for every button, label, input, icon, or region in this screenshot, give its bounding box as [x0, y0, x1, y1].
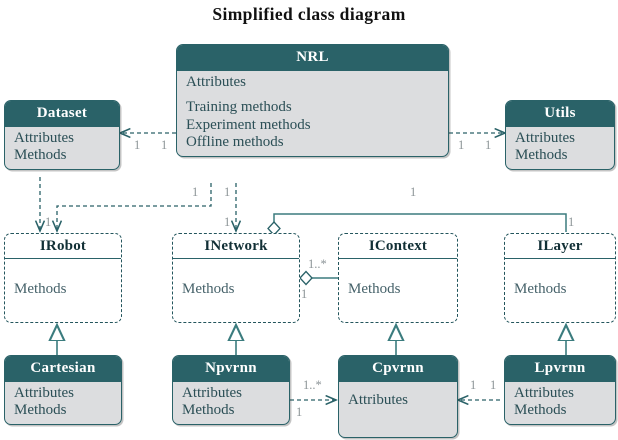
- class-node-nrl-row-0: Attributes: [186, 74, 246, 90]
- class-node-dataset-row-0: Attributes: [14, 130, 74, 146]
- rel-inetwork-ilayer: [267, 213, 567, 236]
- class-node-nrl-title: NRL: [177, 45, 448, 71]
- class-node-cpvrnn[interactable]: Cpvrnn Attributes: [338, 355, 458, 439]
- interface-node-icontext-row-0: Methods: [348, 281, 401, 297]
- class-node-nrl-row-3: Experiment methods: [186, 116, 311, 133]
- multiplicity-lpvrnn-cpvrnn-b: 1: [490, 378, 497, 392]
- class-node-nrl-row-2: Training methods: [186, 99, 292, 116]
- interface-node-ilayer[interactable]: ILayer Methods: [504, 233, 616, 323]
- multiplicity-inetwork-icontext-lower: 1: [301, 287, 308, 301]
- interface-node-icontext-body: Methods: [339, 259, 457, 302]
- interface-node-irobot-title: IRobot: [5, 234, 121, 259]
- class-node-cartesian-title: Cartesian: [5, 356, 121, 382]
- multiplicity-nrl-ilayer-end: 1: [568, 215, 575, 229]
- class-node-utils-title: Utils: [506, 101, 614, 127]
- multiplicity-npvrnn-cpvrnn-lower: 1: [296, 405, 303, 419]
- interface-node-irobot-body: Methods: [5, 259, 121, 302]
- class-node-utils-row-1: Methods: [515, 147, 568, 164]
- class-node-nrl-body: Attributes Training methods Experiment m…: [177, 71, 448, 156]
- class-node-nrl[interactable]: NRL Attributes Training methods Experime…: [176, 44, 449, 157]
- interface-node-ilayer-title: ILayer: [505, 234, 615, 259]
- interface-node-irobot[interactable]: IRobot Methods: [4, 233, 122, 323]
- class-node-nrl-row-4: Offline methods: [186, 134, 284, 151]
- multiplicity-nrl-irobot-end: 1: [45, 215, 52, 229]
- class-node-lpvrnn-row-0: Attributes: [514, 385, 574, 401]
- class-node-cpvrnn-title: Cpvrnn: [339, 356, 457, 382]
- class-node-npvrnn-title: Npvrnn: [173, 356, 289, 382]
- multiplicity-nrl-dataset-target: 1: [134, 138, 141, 152]
- class-node-dataset[interactable]: Dataset Attributes Methods: [4, 100, 120, 170]
- class-node-nrl-spacer: [186, 91, 439, 99]
- class-node-utils-row-0: Attributes: [515, 130, 575, 146]
- multiplicity-nrl-utils-target: 1: [485, 138, 492, 152]
- class-node-lpvrnn-body: Attributes Methods: [505, 382, 615, 424]
- class-node-npvrnn[interactable]: Npvrnn Attributes Methods: [172, 355, 290, 425]
- interface-node-icontext[interactable]: IContext Methods: [338, 233, 458, 323]
- class-node-dataset-body: Attributes Methods: [5, 127, 119, 169]
- class-node-utils-body: Attributes Methods: [506, 127, 614, 169]
- multiplicity-nrl-ilayer-source: 1: [410, 185, 417, 199]
- class-node-cpvrnn-row-0: Attributes: [348, 392, 408, 408]
- multiplicity-inetwork-icontext-upper: 1..*: [308, 257, 327, 271]
- interface-node-icontext-title: IContext: [339, 234, 457, 259]
- class-node-npvrnn-row-0: Attributes: [182, 385, 242, 401]
- multiplicity-nrl-utils-source: 1: [458, 138, 465, 152]
- class-node-lpvrnn-title: Lpvrnn: [505, 356, 615, 382]
- class-node-cartesian[interactable]: Cartesian Attributes Methods: [4, 355, 122, 425]
- class-node-cartesian-row-0: Attributes: [14, 385, 74, 401]
- multiplicity-nrl-dataset-source: 1: [161, 138, 168, 152]
- multiplicity-lpvrnn-cpvrnn-a: 1: [470, 378, 477, 392]
- interface-node-inetwork-body: Methods: [173, 259, 299, 302]
- multiplicity-npvrnn-cpvrnn-upper: 1..*: [303, 378, 322, 392]
- class-node-cartesian-row-1: Methods: [14, 402, 67, 419]
- class-node-dataset-row-1: Methods: [14, 147, 67, 164]
- class-node-utils[interactable]: Utils Attributes Methods: [505, 100, 615, 170]
- interface-node-inetwork[interactable]: INetwork Methods: [172, 233, 300, 323]
- class-node-cpvrnn-body: Attributes: [339, 382, 457, 437]
- class-node-npvrnn-body: Attributes Methods: [173, 382, 289, 424]
- interface-node-inetwork-row-0: Methods: [182, 281, 235, 297]
- class-node-npvrnn-row-1: Methods: [182, 402, 235, 419]
- interface-node-irobot-row-0: Methods: [14, 281, 67, 297]
- interface-node-inetwork-title: INetwork: [173, 234, 299, 259]
- multiplicity-nrl-inetwork-mid: 1: [224, 185, 231, 199]
- rel-inetwork-icontext: [299, 270, 338, 286]
- class-node-lpvrnn[interactable]: Lpvrnn Attributes Methods: [504, 355, 616, 425]
- interface-node-ilayer-body: Methods: [505, 259, 615, 302]
- interface-node-ilayer-row-0: Methods: [514, 281, 567, 297]
- multiplicity-nrl-irobot-mid: 1: [192, 185, 199, 199]
- rel-nrl-irobot: [57, 183, 212, 231]
- class-node-lpvrnn-row-1: Methods: [514, 402, 567, 419]
- class-node-cartesian-body: Attributes Methods: [5, 382, 121, 424]
- class-node-dataset-title: Dataset: [5, 101, 119, 127]
- multiplicity-nrl-inetwork-end: 1: [224, 215, 231, 229]
- page-title: Simplified class diagram: [212, 4, 406, 24]
